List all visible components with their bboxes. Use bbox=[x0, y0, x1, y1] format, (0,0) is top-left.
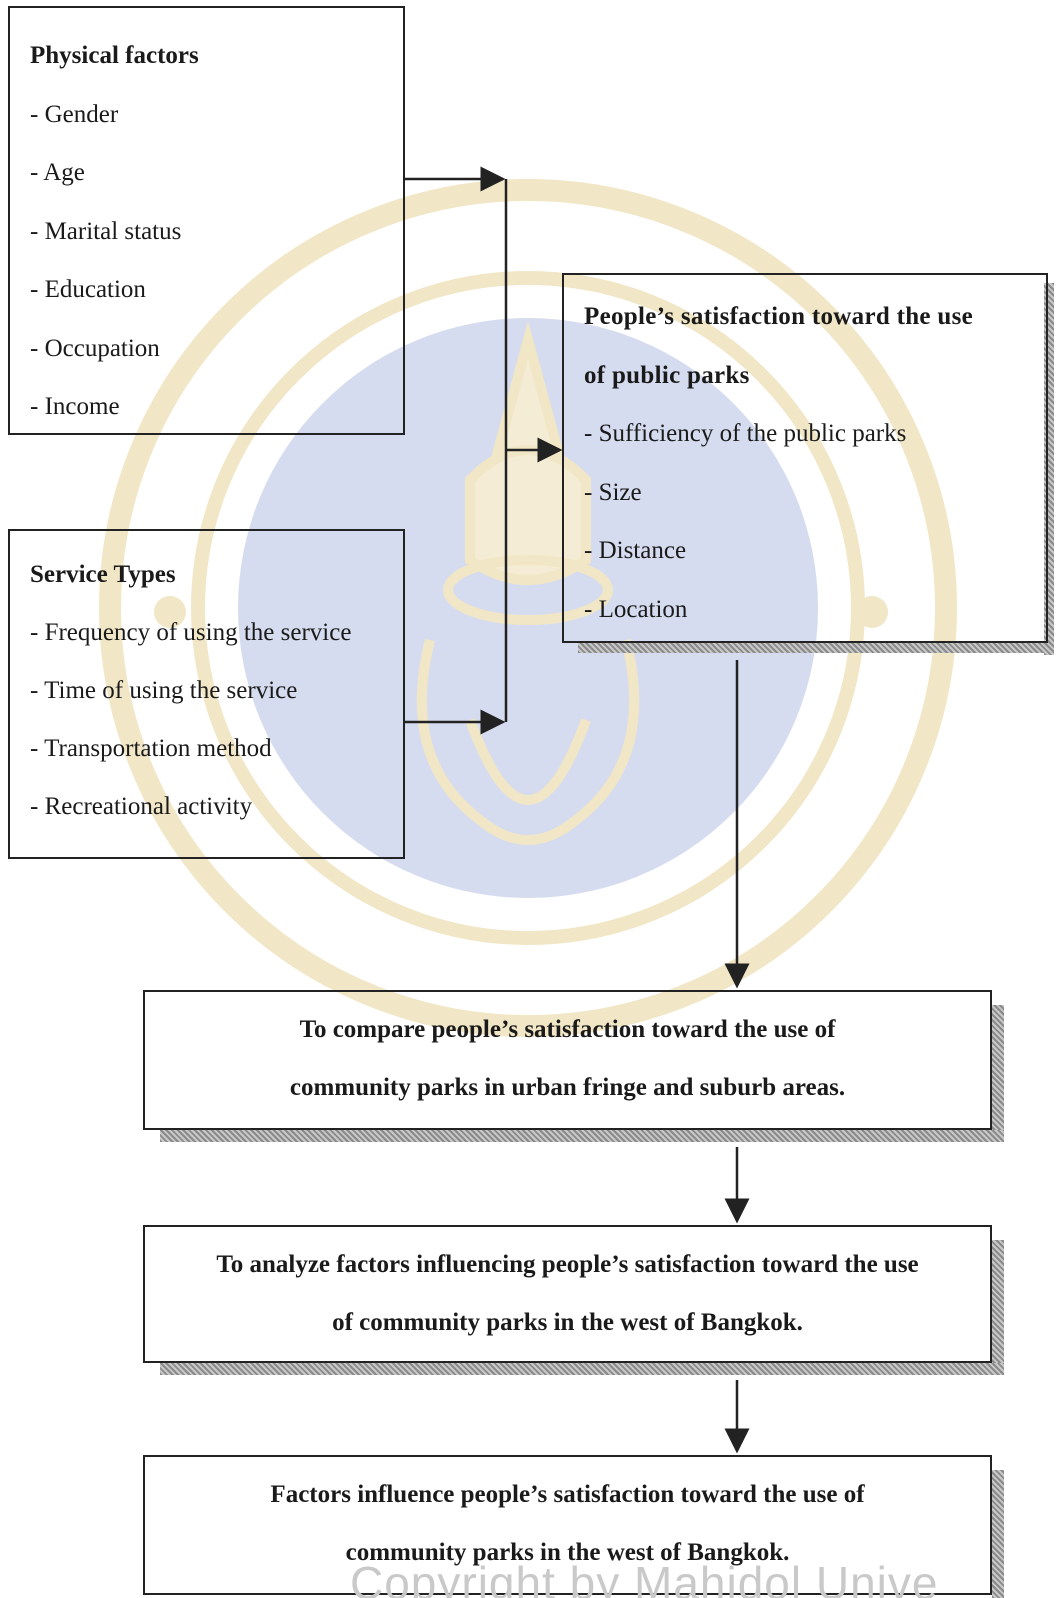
satisfaction-title-line2: of public parks bbox=[584, 361, 750, 389]
objective-box-compare: To compare people’s satisfaction toward … bbox=[143, 990, 992, 1130]
physical-item: - Age bbox=[30, 159, 85, 186]
objective-text-line1: Factors influence people’s satisfaction … bbox=[270, 1481, 865, 1508]
objective1-shadow-right bbox=[992, 1005, 1004, 1140]
physical-item: - Education bbox=[30, 276, 146, 303]
copyright-watermark: Copyright by Mahidol Unive bbox=[350, 1557, 939, 1598]
service-item: - Transportation method bbox=[30, 735, 272, 762]
physical-item: - Gender bbox=[30, 100, 119, 128]
objective-text-line2: community parks in the west of Bangkok. bbox=[345, 1539, 790, 1566]
service-types-title: Service Types bbox=[30, 561, 176, 588]
satisfaction-box-shadow-bottom bbox=[578, 643, 1054, 653]
satisfaction-box-shadow-right bbox=[1044, 283, 1054, 655]
service-item: - Frequency of using the service bbox=[30, 619, 352, 646]
service-item: - Time of using the service bbox=[30, 677, 298, 704]
objective-text-line2: community parks in urban fringe and subu… bbox=[289, 1074, 846, 1101]
objective-box-analyze: To analyze factors influencing people’s … bbox=[143, 1225, 992, 1363]
objective-text-line2: of community parks in the west of Bangko… bbox=[332, 1309, 803, 1336]
objective-box-factors: Factors influence people’s satisfaction … bbox=[143, 1455, 992, 1595]
objective1-shadow-bottom bbox=[160, 1130, 1004, 1142]
objective2-shadow-bottom bbox=[160, 1363, 1004, 1375]
objective-text-line1: To analyze factors influencing people’s … bbox=[216, 1251, 919, 1278]
satisfaction-item: - Location bbox=[584, 595, 688, 623]
objective2-shadow-right bbox=[992, 1240, 1004, 1373]
service-item: - Recreational activity bbox=[30, 793, 253, 820]
objective-text-line1: To compare people’s satisfaction toward … bbox=[299, 1016, 836, 1043]
physical-item: - Income bbox=[30, 393, 120, 420]
satisfaction-item: - Distance bbox=[584, 537, 687, 564]
satisfaction-box: People’s satisfaction toward the use of … bbox=[562, 273, 1048, 643]
physical-item: - Occupation bbox=[30, 334, 160, 362]
satisfaction-title-line1: People’s satisfaction toward the use bbox=[584, 303, 973, 330]
physical-factors-box: Physical factors - Gender - Age - Marita… bbox=[8, 6, 405, 435]
satisfaction-item: - Sufficiency of the public parks bbox=[584, 420, 907, 447]
physical-item: - Marital status bbox=[30, 217, 182, 245]
satisfaction-item: - Size bbox=[584, 478, 642, 506]
physical-factors-title: Physical factors bbox=[30, 42, 199, 69]
objective3-shadow-right bbox=[992, 1470, 1004, 1598]
service-types-box: Service Types - Frequency of using the s… bbox=[8, 529, 405, 859]
